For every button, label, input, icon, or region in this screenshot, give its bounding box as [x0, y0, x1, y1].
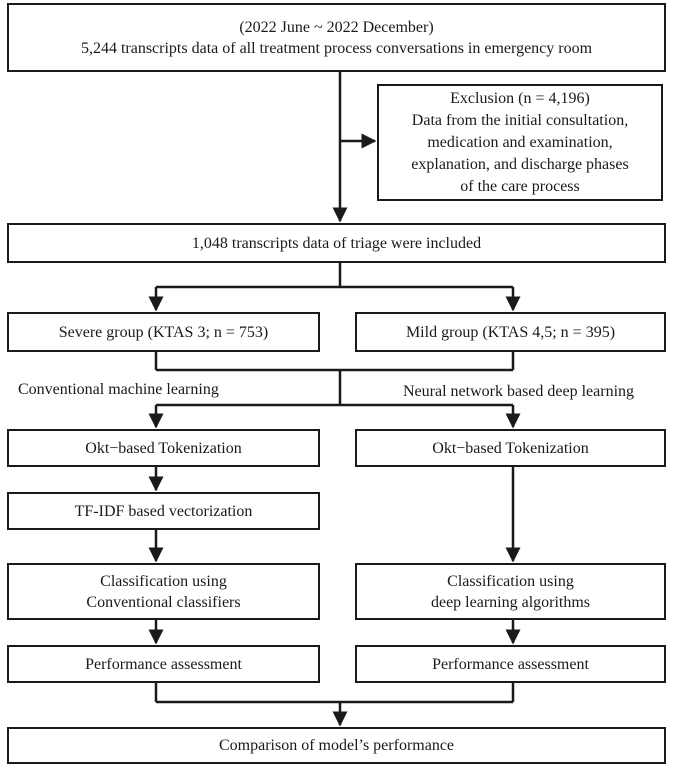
- severe-group-box: Severe group (KTAS 3; n = 753): [7, 312, 320, 352]
- neural-network-label: Neural network based deep learning: [403, 383, 635, 400]
- left-performance-box: Performance assessment: [7, 645, 320, 683]
- exclusion-reason-1: Data from the initial consultation,: [411, 111, 629, 129]
- comparison-box: Comparison of model’s performance: [7, 727, 666, 764]
- right-classification-line2: deep learning algorithms: [430, 593, 591, 611]
- left-tokenization-box: Okt−based Tokenization: [7, 429, 320, 467]
- severe-group-text: Severe group (KTAS 3; n = 753): [58, 323, 269, 341]
- mild-group-text: Mild group (KTAS 4,5; n = 395): [405, 323, 616, 341]
- comparison-text: Comparison of model’s performance: [218, 737, 455, 754]
- right-tokenization-box: Okt−based Tokenization: [355, 429, 666, 467]
- right-classification-line1: Classification using: [447, 572, 574, 590]
- left-classification-line2: Conventional classifiers: [86, 593, 241, 611]
- left-classification-line1: Classification using: [100, 572, 227, 590]
- conventional-ml-label: Conventional machine learning: [18, 381, 219, 398]
- exclusion-reason-3: explanation, and discharge phases: [411, 155, 629, 173]
- mild-group-box: Mild group (KTAS 4,5; n = 395): [355, 312, 666, 352]
- exclusion-box: Exclusion (n = 4,196) Data from the init…: [377, 84, 663, 201]
- tfidf-text: TF-IDF based vectorization: [74, 502, 253, 520]
- left-tokenization-text: Okt−based Tokenization: [85, 439, 242, 457]
- tfidf-box: TF-IDF based vectorization: [7, 492, 320, 530]
- right-tokenization-text: Okt−based Tokenization: [432, 439, 589, 457]
- exclusion-count: Exclusion (n = 4,196): [450, 89, 590, 107]
- exclusion-reason-4: of the care process: [460, 177, 580, 195]
- left-performance-text: Performance assessment: [85, 655, 242, 673]
- right-classification-box: Classification using deep learning algor…: [355, 563, 666, 620]
- right-performance-text: Performance assessment: [432, 655, 589, 673]
- left-classification-box: Classification using Conventional classi…: [7, 563, 320, 620]
- included-box: 1,048 transcripts data of triage were in…: [7, 223, 666, 263]
- source-period: (2022 June ~ 2022 December): [239, 18, 434, 36]
- exclusion-reason-2: medication and examination,: [427, 133, 613, 151]
- right-performance-box: Performance assessment: [355, 645, 666, 683]
- source-description: 5,244 transcripts data of all treatment …: [80, 39, 593, 57]
- included-text: 1,048 transcripts data of triage were in…: [191, 234, 482, 252]
- source-box: (2022 June ~ 2022 December) 5,244 transc…: [7, 3, 666, 72]
